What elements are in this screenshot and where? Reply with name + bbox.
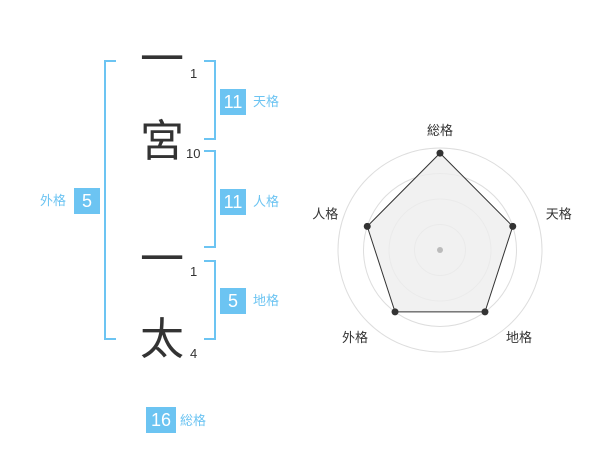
stroke-count-3: 1 — [190, 264, 198, 279]
soukaku-value: 16 — [146, 407, 176, 433]
jinkaku-label: 人格 — [253, 195, 280, 210]
name-char-2: 宮 — [140, 116, 184, 167]
radar-grid-ring — [337, 147, 543, 353]
radar-point-3 — [481, 308, 489, 316]
radar-series-polygon — [366, 152, 514, 313]
stroke-count-1: 1 — [190, 66, 198, 81]
gaikaku-value: 5 — [74, 188, 100, 214]
name-char-4: 太 — [140, 314, 184, 365]
tenkaku-label: 天格 — [253, 95, 280, 110]
chikaku-value: 5 — [220, 288, 246, 314]
radar-axis-label-4: 外格 — [342, 330, 368, 346]
radar-grid-ring — [414, 224, 466, 276]
radar-point-4 — [391, 308, 399, 316]
name-char-3: 一 — [140, 234, 184, 285]
radar-grid-ring — [388, 198, 492, 302]
gaikaku-bracket — [104, 60, 116, 340]
radar-axis-label-3: 地格 — [506, 330, 532, 346]
radar-point-1 — [436, 149, 444, 157]
chikaku-bracket — [204, 260, 216, 340]
stroke-count-4: 4 — [190, 346, 198, 361]
jinkaku-value: 11 — [220, 189, 246, 215]
jinkaku-bracket — [204, 150, 216, 248]
gaikaku-label: 外格 — [40, 194, 67, 209]
name-char-1: 一 — [140, 34, 184, 85]
stroke-count-2: 10 — [186, 146, 201, 161]
soukaku-label: 総格 — [180, 414, 207, 429]
tenkaku-value: 11 — [220, 89, 246, 115]
radar-axis-label-5: 人格 — [312, 206, 338, 222]
radar-center-point — [437, 247, 443, 253]
radar-point-5 — [363, 222, 371, 230]
chikaku-label: 地格 — [253, 294, 280, 309]
radar-axis-label-2: 天格 — [546, 206, 572, 222]
radar-axis-label-1: 総格 — [427, 123, 453, 139]
radar-point-2 — [509, 222, 517, 230]
radar-grid-ring — [363, 173, 517, 327]
tenkaku-bracket — [204, 60, 216, 140]
